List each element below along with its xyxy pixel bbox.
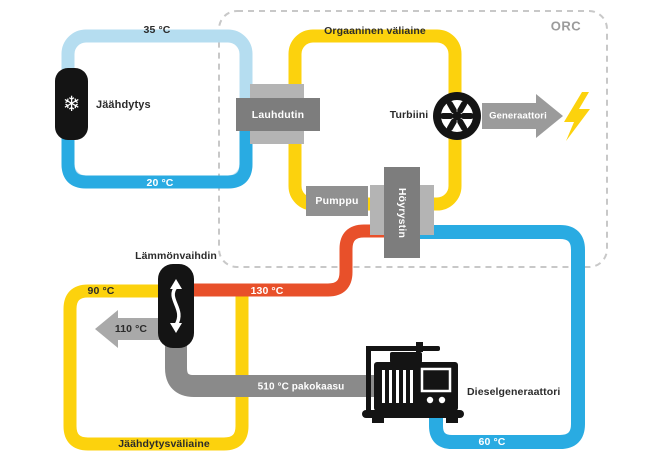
evaporator-box: Höyrystin	[384, 167, 420, 258]
evaporator-label: Höyrystin	[396, 187, 409, 238]
exhaust-gas-label: 510 °C pakokaasu	[257, 381, 345, 393]
orc-boundary	[218, 10, 608, 268]
cooling-loop-pipe-cold	[61, 98, 253, 189]
cooling-medium-label: Jäähdytysväliaine	[118, 438, 210, 450]
turbine-label: Turbiini	[389, 109, 429, 121]
organic-medium-label: Orgaaninen väliaine	[324, 25, 426, 37]
diesel-generator-label: Dieselgeneraattori	[467, 386, 561, 398]
pump-box: Pumppu	[306, 186, 368, 216]
turbine-fan-icon	[433, 92, 481, 140]
temp-90-label: 90 °C	[87, 285, 115, 297]
temp-60-label: 60 °C	[478, 436, 506, 448]
temp-35-label: 35 °C	[143, 24, 171, 36]
engine-cooling-pipe	[410, 225, 585, 449]
lightning-bolt-icon	[564, 92, 590, 141]
temp-130-label: 130 °C	[250, 285, 284, 297]
snowflake-icon: ❄	[62, 91, 81, 116]
generator-label: Generaattori	[489, 110, 547, 122]
temp-20-label: 20 °C	[146, 177, 174, 189]
condenser-label: Lauhdutin	[251, 108, 305, 121]
cooler-label: Jäähdytys	[96, 99, 151, 111]
exhaust-pipe	[165, 322, 410, 397]
cooling-medium-pipe	[63, 284, 249, 451]
hot-water-pipe	[168, 224, 404, 297]
exchange-arrows-icon	[170, 279, 182, 333]
heat-exchanger-unit	[158, 264, 194, 348]
heat-exchanger-label: Lämmönvaihdin	[135, 250, 217, 262]
generator-arrow	[482, 94, 563, 138]
diesel-generator-icon	[362, 342, 464, 423]
orc-region-label: ORC	[550, 18, 582, 34]
pump-label: Pumppu	[315, 195, 359, 207]
condenser-box: Lauhdutin	[236, 98, 320, 131]
exhaust-out-arrow	[95, 310, 160, 348]
temp-110-label: 110 °C	[114, 323, 148, 335]
cooler-unit: ❄	[55, 68, 88, 140]
